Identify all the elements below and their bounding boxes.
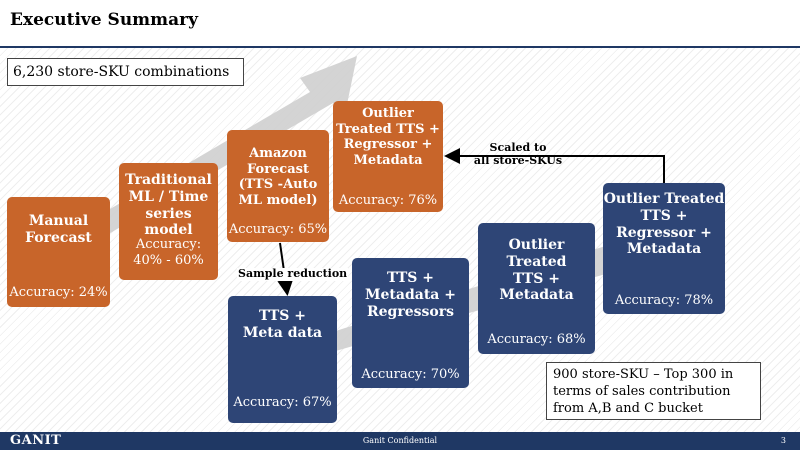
sample-reduction-label: Sample reduction [237, 267, 349, 281]
sample-reduction-connector [277, 242, 294, 296]
box-heading: TTS + Meta data [242, 308, 323, 341]
box-accuracy: Accuracy: 76% [338, 193, 438, 208]
tts-metadata-box: TTS + Meta data Accuracy: 67% [228, 296, 337, 423]
scaled-label: Scaled to all store-SKUs [473, 141, 563, 167]
box-heading: Amazon Forecast (TTS -Auto ML model) [238, 146, 318, 208]
footer-bar: GANIT Ganit Confidential 3 [0, 432, 800, 450]
confidential-label: Ganit Confidential [362, 436, 438, 445]
manual-forecast-box: Manual Forecast Accuracy: 24% [7, 197, 110, 307]
title-divider [0, 46, 800, 48]
outlier-treated-full-box: Outlier Treated TTS + Regressor + Metada… [603, 183, 725, 314]
box-heading: Traditional ML / Time series model [125, 172, 212, 239]
box-heading: Outlier Treated TTS + Regressor + Metada… [603, 191, 725, 258]
box-accuracy: Accuracy: 40% - 60% [133, 237, 204, 268]
box-heading: Outlier Treated TTS + Metadata [499, 237, 574, 304]
scaled-connector [444, 148, 665, 183]
company-logo: GANIT [10, 433, 62, 448]
box-accuracy: Accuracy: 78% [614, 293, 714, 308]
tts-metadata-regressors-box: TTS + Metadata + Regressors Accuracy: 70… [352, 258, 469, 388]
box-heading: Manual Forecast [25, 213, 92, 246]
sample-note: 900 store-SKU – Top 300 in terms of sale… [546, 362, 761, 420]
outlier-treated-metadata-box: Outlier Treated TTS + Metadata Accuracy:… [478, 223, 595, 354]
box-heading: Outlier Treated TTS + Regressor + Metada… [336, 106, 440, 168]
traditional-ml-box: Traditional ML / Time series model Accur… [119, 163, 218, 280]
box-accuracy: Accuracy: 24% [9, 285, 108, 300]
box-accuracy: Accuracy: 67% [233, 395, 332, 410]
amazon-forecast-box: Amazon Forecast (TTS -Auto ML model) Acc… [227, 130, 329, 242]
box-accuracy: Accuracy: 68% [487, 332, 586, 347]
outlier-treated-regressor-box: Outlier Treated TTS + Regressor + Metada… [333, 101, 443, 212]
page-title: Executive Summary [10, 10, 199, 30]
store-sku-count: 6,230 store-SKU combinations [7, 58, 244, 86]
box-accuracy: Accuracy: 65% [228, 222, 328, 237]
page-number: 3 [780, 436, 786, 445]
box-heading: TTS + Metadata + Regressors [365, 270, 456, 320]
box-accuracy: Accuracy: 70% [361, 367, 460, 382]
